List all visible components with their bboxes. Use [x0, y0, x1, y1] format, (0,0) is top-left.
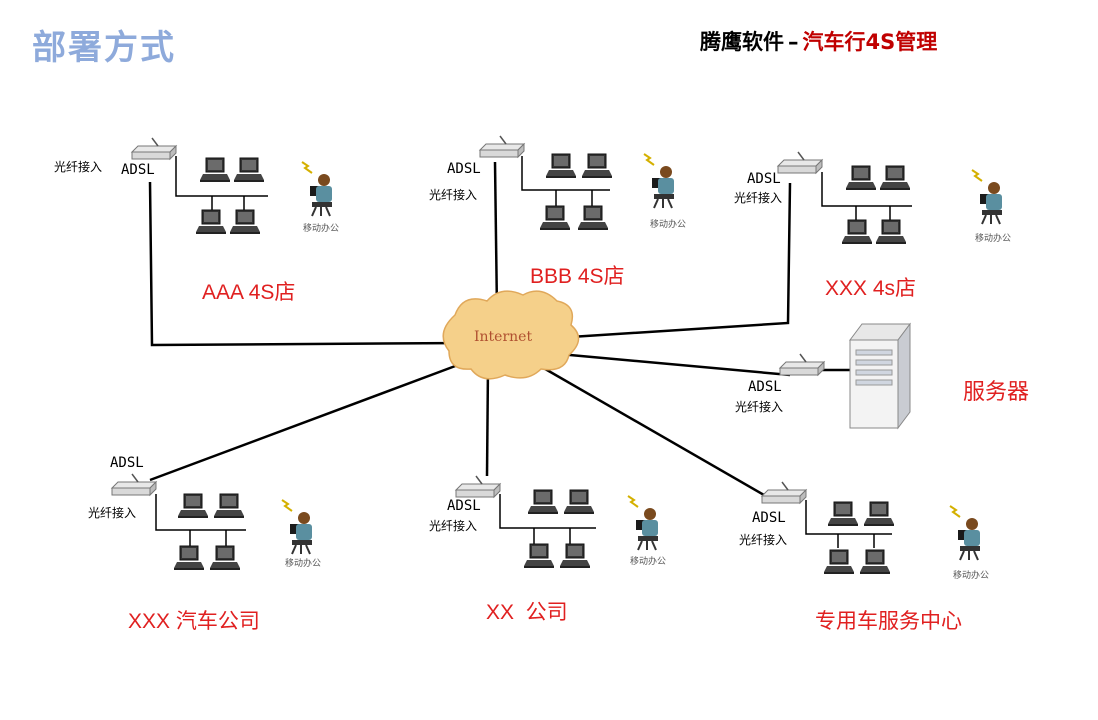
adsl-label-car-company: ADSL	[110, 455, 144, 471]
site-name-xxx4s: XXX 4s店	[825, 277, 917, 300]
site-cluster-car-company	[111, 473, 313, 571]
link-aaa	[148, 181, 469, 347]
adsl-label-bbb: ADSL	[447, 161, 481, 177]
mobile-label-xxx4s: 移动办公	[975, 234, 1012, 244]
brand-name: 腾鹰软件	[700, 30, 784, 54]
link-service-center	[539, 364, 765, 497]
adsl-label-service-center: ADSL	[752, 510, 786, 526]
page-title: 部署方式	[32, 28, 176, 68]
site-cluster-bbb	[479, 135, 675, 231]
fiber-label-service-center: 光纤接入	[739, 533, 788, 547]
mobile-label-aaa: 移动办公	[303, 224, 340, 234]
internet-cloud	[442, 290, 580, 380]
site-name-car-company: XXX 汽车公司	[128, 610, 260, 633]
adsl-label-xxx4s: ADSL	[747, 171, 781, 187]
fiber-label-server: 光纤接入	[735, 400, 784, 414]
link-server	[547, 351, 791, 377]
product-name: 汽车行4S管理	[802, 30, 938, 54]
fiber-label-bbb: 光纤接入	[429, 188, 478, 202]
mobile-label-car-company: 移动办公	[285, 559, 322, 569]
site-cluster-aaa	[131, 137, 333, 235]
brand-line: 腾鹰软件–汽车行4S管理	[700, 26, 937, 56]
link-bbb	[493, 161, 499, 313]
server-tower	[849, 322, 911, 430]
fiber-label-xx-company: 光纤接入	[429, 519, 478, 533]
link-xxx4s	[554, 182, 792, 340]
mobile-label-xx-company: 移动办公	[630, 557, 667, 567]
adsl-label-server: ADSL	[748, 379, 782, 395]
brand-separator: –	[788, 30, 799, 54]
site-cluster-xxx4s	[777, 151, 1003, 245]
site-name-aaa: AAA 4S店	[202, 281, 296, 304]
adsl-label-xx-company: ADSL	[447, 498, 481, 514]
link-xx-company	[485, 364, 490, 477]
site-name-service-center: 专用车服务中心	[815, 610, 962, 633]
mobile-label-bbb: 移动办公	[650, 220, 687, 230]
fiber-label-xxx4s: 光纤接入	[734, 191, 783, 205]
site-cluster-xx-company	[455, 475, 659, 569]
adsl-label-aaa: ADSL	[121, 162, 155, 178]
fiber-label-car-company: 光纤接入	[88, 506, 137, 520]
site-name-xx-company: XX 公司	[486, 601, 568, 624]
fiber-label-aaa: 光纤接入	[54, 160, 103, 174]
site-cluster-service-center	[761, 481, 981, 575]
site-name-bbb: BBB 4S店	[530, 265, 625, 288]
internet-label: Internet	[474, 329, 533, 345]
mobile-label-service-center: 移动办公	[953, 571, 990, 581]
server-label: 服务器	[963, 380, 1030, 405]
link-car-company	[149, 360, 467, 482]
